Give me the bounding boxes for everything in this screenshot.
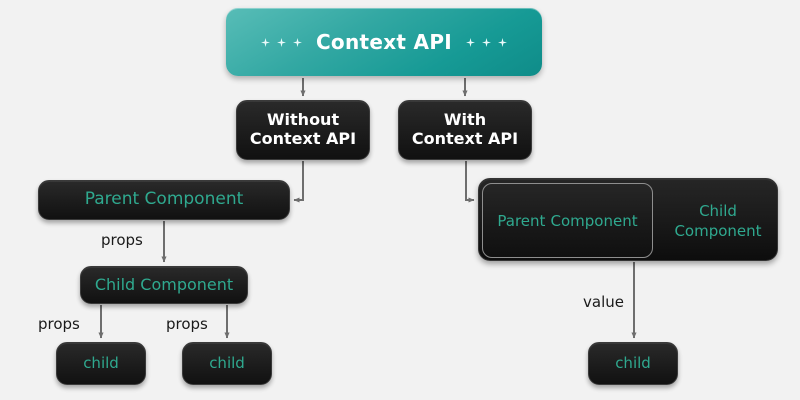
star-icon	[498, 37, 508, 47]
node-context-container: Parent Component Child Component	[478, 178, 778, 261]
star-icon	[466, 37, 476, 47]
node-leaf-child-value: child	[588, 342, 678, 385]
node-without-context-api: Without Context API	[236, 100, 370, 160]
stars-right-group	[466, 37, 508, 47]
edge-label-props-child-to-leaf-a: props	[38, 315, 80, 333]
node-parent-component-right: Parent Component	[482, 183, 653, 258]
edge-with-to-context	[465, 161, 475, 203]
node-parent-component-left: Parent Component	[38, 180, 290, 220]
node-label: child	[615, 353, 651, 372]
star-icon	[276, 37, 286, 47]
node-label-line2: Context API	[411, 129, 519, 148]
node-with-context-api: With Context API	[398, 100, 532, 160]
node-label-line2: Context API	[249, 129, 357, 148]
node-child-component-left: Child Component	[80, 266, 248, 304]
node-label: child	[83, 353, 119, 372]
star-icon	[292, 37, 302, 47]
star-icon	[482, 37, 492, 47]
stars-left-group	[260, 37, 302, 47]
node-label-line2: Component	[674, 221, 762, 240]
node-label-line2: Component	[550, 211, 638, 230]
node-label: Parent Component	[84, 189, 244, 210]
node-label-line1: Without	[266, 110, 340, 130]
page-title: Context API	[315, 30, 453, 54]
edge-label-props-parent-to-child: props	[101, 231, 143, 249]
edge-label-value: value	[583, 293, 624, 311]
title-banner: Context API	[226, 8, 542, 76]
node-label-line1: Child	[699, 202, 737, 221]
node-label: child	[209, 353, 245, 372]
node-leaf-child-a: child	[56, 342, 146, 385]
node-label-line1: Parent	[497, 211, 546, 230]
edge-label-props-child-to-leaf-b: props	[166, 315, 208, 333]
node-label-line1: With	[443, 110, 487, 130]
node-label: Child Component	[94, 274, 234, 294]
node-leaf-child-b: child	[182, 342, 272, 385]
node-child-component-right: Child Component	[659, 183, 777, 258]
star-icon	[260, 37, 270, 47]
edge-without-to-parent	[293, 161, 304, 203]
